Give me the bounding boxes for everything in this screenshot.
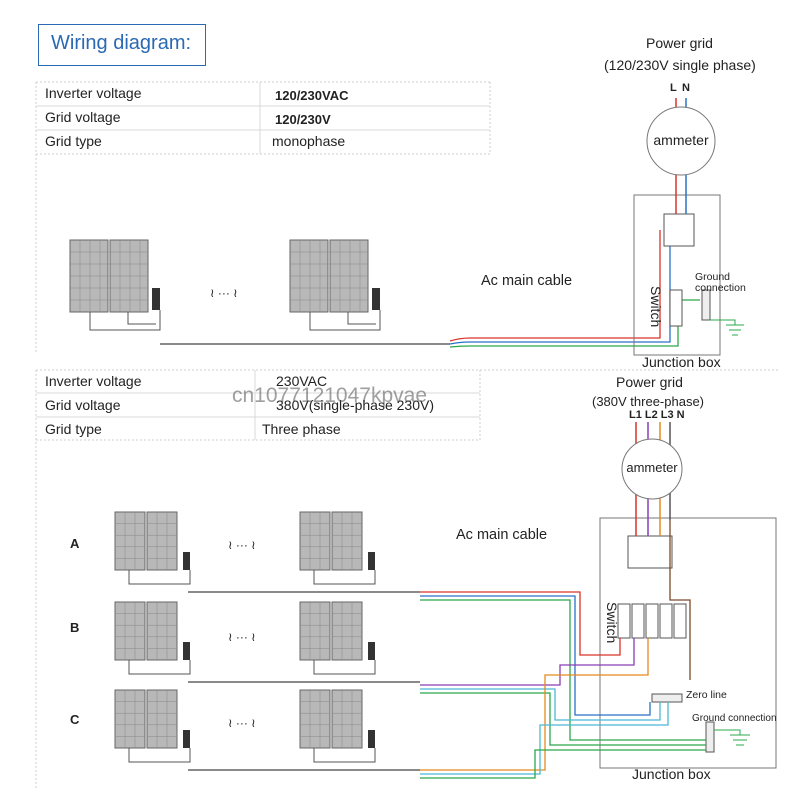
spec-value: 120/230V	[275, 112, 331, 127]
ground-icon-2	[714, 729, 750, 746]
row-label-b: B	[70, 620, 80, 635]
phases-label: L1 L2 L3 N	[629, 409, 685, 421]
phase-l-label: L	[670, 82, 677, 94]
ac-cables-2	[420, 520, 706, 779]
cable-label-2: Ac main cable	[456, 527, 548, 543]
spec-label: Grid type	[45, 133, 102, 149]
grid-subtitle-2: (380V three-phase)	[592, 394, 705, 409]
spec-label: Grid voltage	[45, 397, 121, 413]
spec-value: 230VAC	[276, 373, 328, 389]
ground-icon-1	[710, 319, 744, 336]
ammeter-1	[646, 106, 716, 176]
ground-label-1a: Ground	[695, 271, 731, 283]
spec-value: Three phase	[262, 421, 341, 437]
switch-1-block	[669, 289, 683, 327]
spec-value: monophase	[272, 133, 346, 149]
ac-cable-1	[160, 230, 700, 348]
ammeter-label-1: ammeter	[653, 132, 709, 148]
cable-label-1: Ac main cable	[481, 273, 573, 289]
watermark: cn1077121047kpvae	[232, 384, 428, 407]
spec-label: Inverter voltage	[45, 85, 142, 101]
junction-box-2	[599, 517, 777, 769]
switch-2-blocks	[617, 603, 687, 639]
grid-title-1: Power grid	[646, 35, 713, 51]
ground-label-2: Ground connection	[692, 713, 777, 724]
spec-label: Grid voltage	[45, 109, 121, 125]
zero-line-label: Zero line	[686, 689, 727, 701]
grid-title-2: Power grid	[616, 374, 683, 390]
spec-table-2-lines	[36, 370, 480, 440]
ground-label-1b: connection	[695, 282, 746, 294]
spec-value: 380V(single-phase 230V)	[276, 397, 434, 413]
ground-terminal-1	[701, 289, 711, 321]
spec-label: Inverter voltage	[45, 373, 142, 389]
panel-array-a1	[114, 511, 191, 585]
panel-array-c1	[114, 689, 191, 763]
spec-value: 120/230VAC	[275, 88, 349, 103]
ellipsis-b: ≀ ··· ≀	[228, 630, 256, 644]
switch-label-1: Switch	[648, 286, 664, 328]
title-box: Wiring diagram:	[38, 24, 206, 66]
panel-array-1b	[289, 239, 381, 331]
grid-subtitle-1: (120/230V single phase)	[604, 57, 756, 73]
spec-label: Grid type	[45, 421, 102, 437]
phase-n-label: N	[682, 82, 690, 94]
switch-label-2: Switch	[604, 602, 620, 644]
panel-array-c2	[299, 689, 376, 763]
junction-label-1: Junction box	[642, 354, 721, 370]
ellipsis-a: ≀ ··· ≀	[228, 538, 256, 552]
ammeter-label-2: ammeter	[626, 460, 678, 475]
section-borders	[35, 81, 780, 790]
panel-array-a2	[299, 511, 376, 585]
ammeter-2	[621, 438, 683, 500]
panel-array-1a	[69, 239, 161, 331]
ellipsis-1: ≀ ··· ≀	[210, 286, 238, 300]
panel-array-b2	[299, 601, 376, 675]
breaker-2	[627, 535, 673, 569]
panel-array-b1	[114, 601, 191, 675]
spec-table-1-lines	[36, 82, 490, 154]
row-label-c: C	[70, 712, 80, 727]
junction-box-1	[633, 194, 721, 356]
panel-rows	[114, 511, 420, 771]
junction-label-2: Junction box	[632, 766, 711, 782]
page-title: Wiring diagram:	[51, 32, 192, 54]
zero-line-terminal	[651, 693, 683, 703]
ellipsis-c: ≀ ··· ≀	[228, 716, 256, 730]
row-label-a: A	[70, 536, 80, 551]
ground-terminal-2	[705, 721, 715, 753]
breaker-1	[663, 213, 695, 247]
